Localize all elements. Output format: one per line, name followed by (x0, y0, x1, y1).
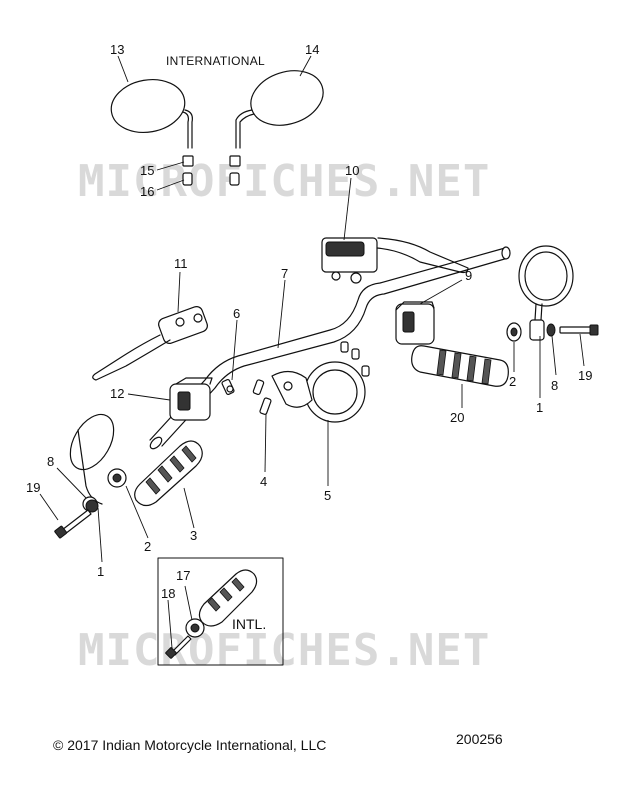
mirror-left-international (110, 79, 193, 149)
international-label: INTERNATIONAL (166, 54, 265, 68)
callout-2-left: 2 (144, 539, 151, 554)
callout-8-left: 8 (47, 454, 54, 469)
spacer-left-8 (85, 499, 99, 513)
grip-intl-17-assembly (198, 569, 258, 627)
bar-end-weight-left-2 (107, 468, 127, 488)
callout-19-right: 19 (578, 368, 592, 383)
master-cylinder-10 (321, 237, 469, 284)
callout-5: 5 (324, 488, 331, 503)
callout-17: 17 (176, 568, 190, 583)
bar-end-mirror-left-1 (69, 413, 115, 512)
bar-end-mirror-right-1 (518, 245, 574, 341)
switch-housing-5 (271, 361, 366, 423)
switch-housing-left-12 (169, 377, 213, 421)
callout-3: 3 (190, 528, 197, 543)
intl-inset-label: INTL. (232, 616, 266, 632)
leader-lines (39, 55, 585, 649)
callout-14: 14 (305, 42, 319, 57)
bolt-left-19 (54, 509, 92, 539)
bar-end-weight-right-2 (506, 322, 522, 342)
callout-12: 12 (110, 386, 124, 401)
adapter-nut-15 (182, 155, 241, 167)
handlebar (149, 246, 511, 450)
callout-1-right: 1 (536, 400, 543, 415)
bolt-right-19 (559, 324, 599, 336)
spacer-right-8 (546, 323, 556, 337)
callout-1-left: 1 (97, 564, 104, 579)
screw-6 (221, 379, 235, 395)
callout-9: 9 (465, 268, 472, 283)
callout-19-left: 19 (26, 480, 40, 495)
throttle-grip-right-20 (411, 345, 509, 387)
mirror-right-international (235, 70, 324, 149)
callout-18: 18 (161, 586, 175, 601)
callout-6: 6 (233, 306, 240, 321)
bar-end-17 (185, 618, 205, 638)
callout-10: 10 (345, 163, 359, 178)
switch-housing-right-9 (395, 301, 435, 345)
grip-left-3 (134, 440, 203, 507)
lever-assembly-11 (92, 306, 208, 381)
callout-16: 16 (140, 184, 154, 199)
adapter-bolt-16 (182, 172, 240, 186)
watermark-top: MICROFICHES.NET (78, 156, 490, 207)
callout-7: 7 (281, 266, 288, 281)
callout-11: 11 (174, 256, 188, 271)
callout-4: 4 (260, 474, 267, 489)
screws-housing-5 (340, 341, 370, 377)
intl-inset-frame (157, 557, 284, 666)
screw-4 (252, 379, 272, 415)
bolt-18 (165, 635, 192, 659)
drawing-number: 200256 (456, 731, 503, 747)
callout-20: 20 (450, 410, 464, 425)
callout-15: 15 (140, 163, 154, 178)
copyright-notice: © 2017 Indian Motorcycle International, … (53, 737, 327, 753)
callout-2-right: 2 (509, 374, 516, 389)
callout-8-right: 8 (551, 378, 558, 393)
callout-13: 13 (110, 42, 124, 57)
watermark-bottom: MICROFICHES.NET (78, 625, 490, 676)
